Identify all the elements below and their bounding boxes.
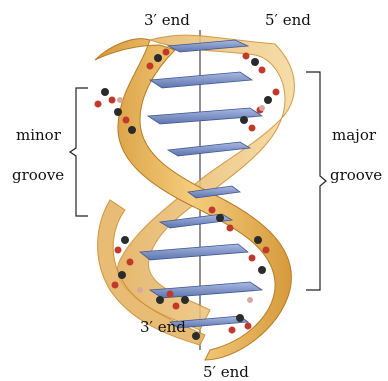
minor-groove-label-line1: minor — [16, 128, 61, 143]
major-groove-label-line1: major — [332, 128, 376, 143]
bottom-3-prime-end-label: 3′ end — [140, 320, 186, 335]
bottom-5-prime-end-label: 5′ end — [203, 365, 249, 380]
minor-groove-label-line2: groove — [12, 168, 64, 183]
base-pair-plate — [150, 72, 252, 88]
base-pair-plate — [140, 244, 248, 260]
base-pair-plate — [150, 282, 262, 298]
major-groove-bracket — [306, 72, 326, 290]
top-3-prime-end-label: 3′ end — [144, 13, 190, 28]
major-groove-label-line2: groove — [330, 168, 382, 183]
minor-groove-bracket — [70, 88, 88, 216]
top-5-prime-end-label: 5′ end — [265, 13, 311, 28]
